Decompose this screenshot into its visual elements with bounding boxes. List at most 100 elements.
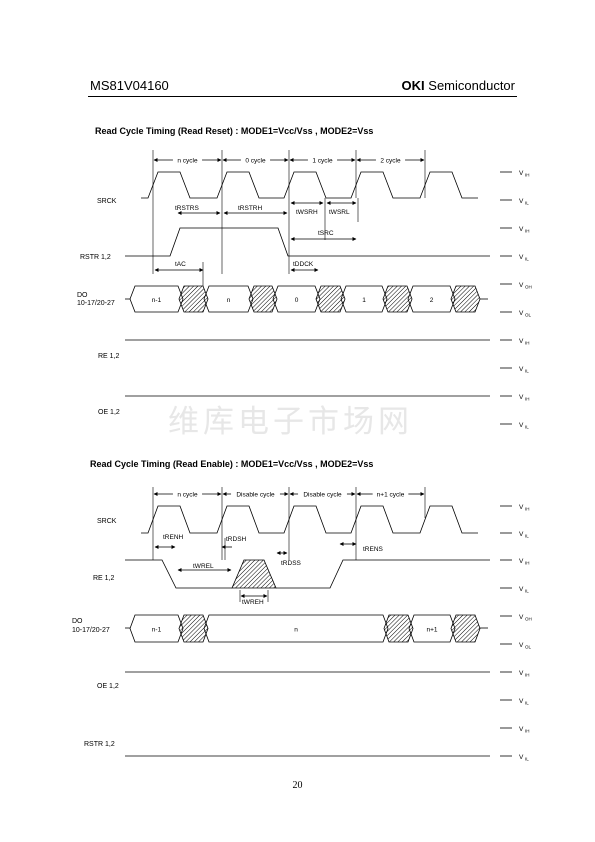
- rstr-vil-sub: IL: [525, 257, 529, 262]
- re-waveform-a: [125, 559, 232, 589]
- re-vil-sub: IL: [525, 369, 529, 374]
- signal-re: RE 1,2: [93, 575, 115, 582]
- re-dont-care: [231, 559, 277, 589]
- rstr-vih-v: V: [519, 726, 524, 733]
- watermark: 维库电子市场网: [168, 404, 413, 440]
- do-h1-invalid: [178, 614, 209, 643]
- oe-vil-v: V: [519, 422, 524, 429]
- re-vih-v: V: [519, 558, 524, 565]
- param-tWREL: tWREL: [193, 563, 214, 570]
- param-tRDSH: tRDSH: [226, 536, 247, 543]
- oe-vil-sub: IL: [525, 425, 529, 430]
- cycle-2-label: Disable cycle: [303, 492, 342, 499]
- re-vih-sub: IH: [525, 341, 530, 346]
- signal-srck: SRCK: [97, 518, 117, 525]
- do-voh-v: V: [519, 282, 524, 289]
- param-tRSTRS: tRSTRS: [175, 205, 200, 212]
- do-h3-invalid: [450, 614, 481, 643]
- diagram2: n cycle Disable cycle Disable cycle n+1 cyc…: [72, 487, 532, 762]
- param-tWREH: tWREH: [242, 599, 264, 606]
- re-vil-sub: IL: [525, 589, 529, 594]
- cycle-1-label: Disable cycle: [236, 492, 275, 499]
- srck-vil-sub: IL: [525, 534, 529, 539]
- do-voh-sub: OH: [525, 617, 532, 622]
- do-1-value: 1: [362, 297, 366, 304]
- srck-vih-v: V: [519, 170, 524, 177]
- diagram2-title: Read Cycle Timing (Read Enable) : MODE1=…: [90, 459, 374, 469]
- re-vih-v: V: [519, 338, 524, 345]
- signal-rstr: RSTR 1,2: [80, 254, 111, 261]
- rstr-vih-v: V: [519, 226, 524, 233]
- re-vil-v: V: [519, 366, 524, 373]
- signal-oe: OE 1,2: [98, 409, 120, 416]
- srck-vil-v: V: [519, 531, 524, 538]
- do-vol-v: V: [519, 310, 524, 317]
- cycle-3-label: n+1 cycle: [377, 492, 405, 499]
- rstr-vih-sub: IH: [525, 729, 530, 734]
- oe-vih-v: V: [519, 394, 524, 401]
- do-voh-sub: OH: [525, 285, 532, 290]
- signal-rstr: RSTR 1,2: [84, 741, 115, 748]
- cycle-3-label: 2 cycle: [380, 158, 401, 165]
- signal-do-bits: 10-17/20-27: [77, 300, 115, 307]
- oe-vil-sub: IL: [525, 701, 529, 706]
- signal-oe: OE 1,2: [97, 683, 119, 690]
- rstr-vil-sub: IL: [525, 757, 529, 762]
- re-vih-sub: IH: [525, 561, 530, 566]
- do-h2-invalid: [383, 614, 414, 643]
- company-name: OKI Semiconductor: [402, 78, 515, 93]
- do-2-value: 2: [430, 297, 434, 304]
- param-tRENS: tRENS: [363, 546, 384, 553]
- srck-vil-v: V: [519, 198, 524, 205]
- do-n-1-value: n-1: [152, 297, 162, 304]
- oe-vil-v: V: [519, 698, 524, 705]
- do-n-value: n: [227, 297, 231, 304]
- page-number: 20: [292, 780, 303, 791]
- cycle-1-label: 0 cycle: [245, 158, 266, 165]
- oe-vih-v: V: [519, 670, 524, 677]
- srck-waveform: [141, 171, 478, 199]
- rstr-waveform: [125, 227, 490, 257]
- srck-waveform: [141, 505, 478, 534]
- srck-vil-sub: IL: [525, 201, 529, 206]
- param-tRENH: tRENH: [163, 534, 184, 541]
- brand-logo: OKI: [401, 78, 425, 93]
- srck-vih-v: V: [519, 504, 524, 511]
- brand-suffix: Semiconductor: [424, 78, 515, 93]
- oe-vih-sub: IH: [525, 673, 530, 678]
- param-tSRC: tSRC: [318, 230, 334, 237]
- do-h4-invalid: [382, 285, 413, 313]
- header-rule: [88, 96, 517, 97]
- cycle-0-label: n cycle: [177, 492, 198, 499]
- rstr-vil-v: V: [519, 254, 524, 261]
- do-0-value: 0: [295, 297, 299, 304]
- param-tWSRH: tWSRH: [296, 209, 318, 216]
- do-h3-invalid: [315, 285, 346, 313]
- rstr-vil-v: V: [519, 754, 524, 761]
- do-voh-v: V: [519, 614, 524, 621]
- part-number: MS81V04160: [90, 78, 169, 93]
- do-h1-invalid: [178, 285, 209, 313]
- srck-vih-sub: IH: [525, 173, 530, 178]
- do-h5-invalid: [450, 285, 481, 313]
- param-tAC: tAC: [175, 261, 186, 268]
- oe-vih-sub: IH: [525, 397, 530, 402]
- signal-do: DO: [72, 618, 83, 625]
- do-n+1-value: n+1: [426, 627, 437, 634]
- do-n-1-value: n-1: [152, 627, 162, 634]
- signal-re: RE 1,2: [98, 353, 120, 360]
- cycle-0-label: n cycle: [177, 158, 198, 165]
- re-waveform-b: [276, 559, 490, 589]
- do-vol-sub: OL: [525, 313, 532, 318]
- signal-srck: SRCK: [97, 198, 117, 205]
- do-vol-v: V: [519, 642, 524, 649]
- param-tWSRL: tWSRL: [329, 209, 350, 216]
- param-tRDSS: tRDSS: [281, 560, 302, 567]
- signal-do-bits: 10-17/20-27: [72, 627, 110, 634]
- re-vil-v: V: [519, 586, 524, 593]
- srck-vih-sub: IH: [525, 507, 530, 512]
- cycle-2-label: 1 cycle: [312, 158, 333, 165]
- diagram1-title: Read Cycle Timing (Read Reset) : MODE1=V…: [95, 126, 374, 136]
